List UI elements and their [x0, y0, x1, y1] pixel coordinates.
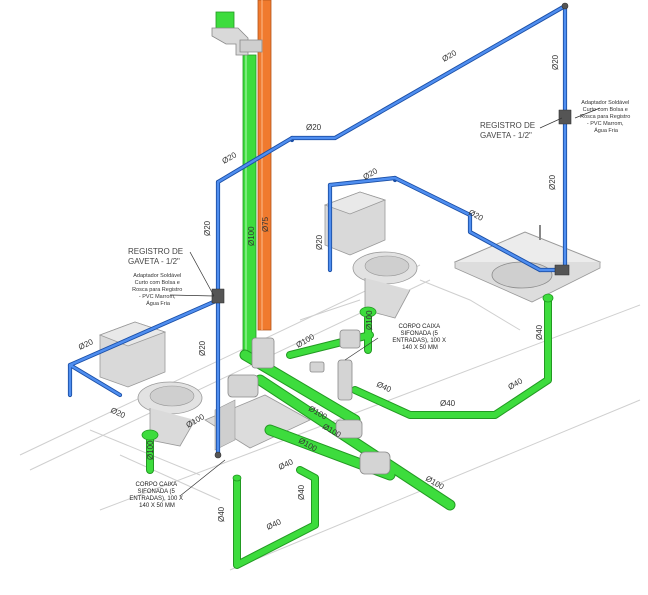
dim-d20: Ø20	[441, 48, 459, 64]
dim-d40: Ø40	[440, 399, 456, 408]
registro-label-left: REGISTRO DE GAVETA - 1/2"	[128, 247, 185, 266]
dim-d100: Ø100	[247, 226, 256, 246]
dim-d100: Ø100	[365, 310, 374, 330]
dim-d100: Ø100	[185, 412, 207, 430]
registro-label-top: REGISTRO DE GAVETA - 1/2"	[480, 121, 537, 140]
dim-d20: Ø20	[306, 123, 322, 132]
dim-d20: Ø20	[109, 406, 127, 421]
dim-d20: Ø20	[221, 150, 239, 166]
cold-water-network	[67, 2, 572, 459]
corpo-caixa-note-right: CORPO CAIXA SIFONADA (5 ENTRADAS), 100 X…	[392, 324, 447, 351]
dim-d75: Ø75	[261, 216, 270, 232]
dim-d20: Ø20	[551, 54, 560, 70]
dim-d40: Ø40	[265, 517, 283, 532]
dim-d20: Ø20	[203, 220, 212, 236]
dim-d100: Ø100	[146, 440, 155, 460]
dim-d40: Ø40	[297, 484, 306, 500]
dim-d20: Ø20	[198, 340, 207, 356]
corpo-caixa-note-left: CORPO CAIXA SIFONADA (5 ENTRADAS), 100 X…	[129, 482, 184, 509]
vent-pipe	[257, 0, 272, 331]
leader-lines	[169, 107, 601, 497]
dim-d40: Ø40	[375, 380, 393, 395]
sewer-stack	[211, 11, 263, 356]
adaptador-note-left: Adaptador Soldável Curto com Bolsa e Ros…	[132, 273, 184, 307]
toilet-left	[98, 321, 203, 447]
dim-d40: Ø40	[535, 324, 544, 340]
sewer-branches	[141, 293, 554, 569]
dim-d40: Ø40	[507, 376, 525, 392]
dim-d40: Ø40	[217, 506, 226, 522]
adaptador-note-top: Adaptador Soldável Curto com Bolsa e Ros…	[580, 100, 632, 134]
toilet-right	[323, 191, 418, 319]
dim-d20: Ø20	[548, 174, 557, 190]
dim-d40: Ø40	[277, 457, 295, 472]
dim-d20: Ø20	[77, 337, 95, 352]
dim-d20: Ø20	[315, 234, 324, 250]
